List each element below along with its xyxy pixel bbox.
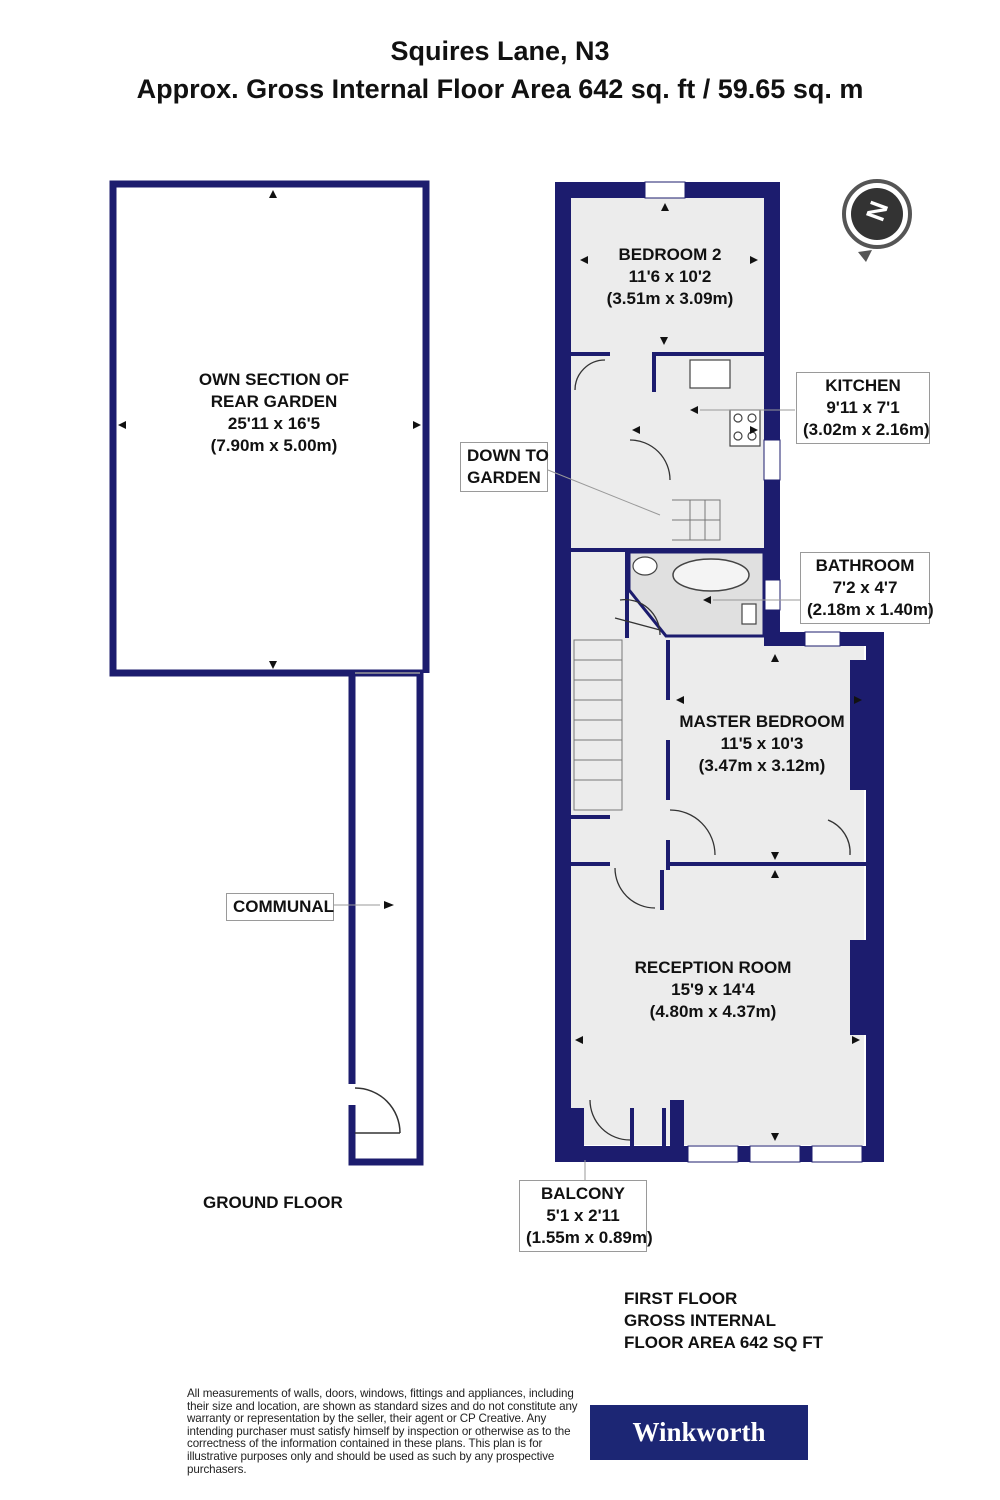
garden-name-line1: OWN SECTION OF: [198, 370, 350, 389]
kitchen-label: KITCHEN 9'11 x 7'1 (3.02m x 2.16m): [796, 372, 930, 444]
bedroom2-imperial: 11'6 x 10'2: [628, 267, 712, 286]
first-floor-fill: [570, 198, 864, 1145]
door-swings: [574, 359, 851, 1141]
bedroom2-label: BEDROOM 2 11'6 x 10'2 (3.51m x 3.09m): [600, 244, 740, 310]
dimension-arrows: [575, 203, 862, 1141]
first-floor-line3: FLOOR AREA 642 SQ FT: [624, 1333, 823, 1352]
sink-icon: [632, 556, 658, 576]
master-bedroom-metric: (3.47m x 3.12m): [698, 756, 826, 775]
bathroom-imperial: 7'2 x 4'7: [832, 578, 898, 597]
communal-name: COMMUNAL: [233, 897, 335, 916]
garden-name-line2: REAR GARDEN: [210, 392, 338, 411]
balcony-name: BALCONY: [540, 1184, 626, 1203]
bathroom-metric: (2.18m x 1.40m): [807, 600, 934, 619]
garden-imperial: 25'11 x 16'5: [227, 414, 321, 433]
reception-imperial: 15'9 x 14'4: [671, 980, 755, 999]
down-to-garden-line2: GARDEN: [467, 468, 541, 487]
bedroom2-name: BEDROOM 2: [618, 245, 722, 264]
reception-label: RECEPTION ROOM 15'9 x 14'4 (4.80m x 4.37…: [630, 957, 796, 1023]
toilet-icon: [741, 603, 757, 625]
bathroom-label: BATHROOM 7'2 x 4'7 (2.18m x 1.40m): [800, 552, 934, 624]
reception-metric: (4.80m x 4.37m): [649, 1002, 777, 1021]
leader-lines: [333, 409, 800, 1182]
disclaimer-text: All measurements of walls, doors, window…: [187, 1387, 578, 1476]
winkworth-logo: Winkworth: [590, 1405, 808, 1460]
bedroom2-metric: (3.51m x 3.09m): [606, 289, 734, 308]
staircase-icon: [573, 499, 721, 811]
first-floor-line1: FIRST FLOOR: [624, 1289, 738, 1308]
garden-label: OWN SECTION OF REAR GARDEN 25'11 x 16'5 …: [170, 369, 378, 457]
garden-dimension-arrows: [118, 190, 421, 669]
property-title: Squires Lane, N3: [390, 36, 610, 66]
communal-label: COMMUNAL: [226, 893, 334, 921]
garden-outline: [109, 180, 430, 1166]
communal-arrow-icon: [384, 901, 394, 909]
kitchen-name: KITCHEN: [825, 376, 901, 395]
balcony-label: BALCONY 5'1 x 2'11 (1.55m x 0.89m): [519, 1180, 653, 1252]
ground-floor-label: GROUND FLOOR: [203, 1193, 343, 1212]
first-floor-line2: GROSS INTERNAL: [624, 1311, 777, 1330]
balcony-imperial: 5'1 x 2'11: [546, 1206, 620, 1225]
floor-area-subtitle: Approx. Gross Internal Floor Area 642 sq…: [136, 74, 864, 104]
bathroom-name: BATHROOM: [815, 556, 915, 575]
down-to-garden-line1: DOWN TO: [467, 446, 549, 465]
compass-north-icon: [842, 179, 912, 262]
down-to-garden-label: DOWN TO GARDEN: [460, 442, 549, 492]
kitchen-metric: (3.02m x 2.16m): [803, 420, 930, 439]
bathtub-icon: [672, 558, 750, 592]
reception-name: RECEPTION ROOM: [634, 958, 792, 977]
kitchen-fittings: [689, 359, 761, 447]
balcony-metric: (1.55m x 0.89m): [526, 1228, 653, 1247]
first-floor-label: FIRST FLOOR GROSS INTERNAL FLOOR AREA 64…: [624, 1288, 823, 1354]
master-bedroom-name: MASTER BEDROOM: [679, 712, 845, 731]
garden-metric: (7.90m x 5.00m): [210, 436, 338, 455]
master-bedroom-imperial: 11'5 x 10'3: [720, 734, 804, 753]
master-bedroom-label: MASTER BEDROOM 11'5 x 10'3 (3.47m x 3.12…: [678, 711, 846, 777]
kitchen-imperial: 9'11 x 7'1: [826, 398, 900, 417]
windows: [644, 181, 863, 1163]
